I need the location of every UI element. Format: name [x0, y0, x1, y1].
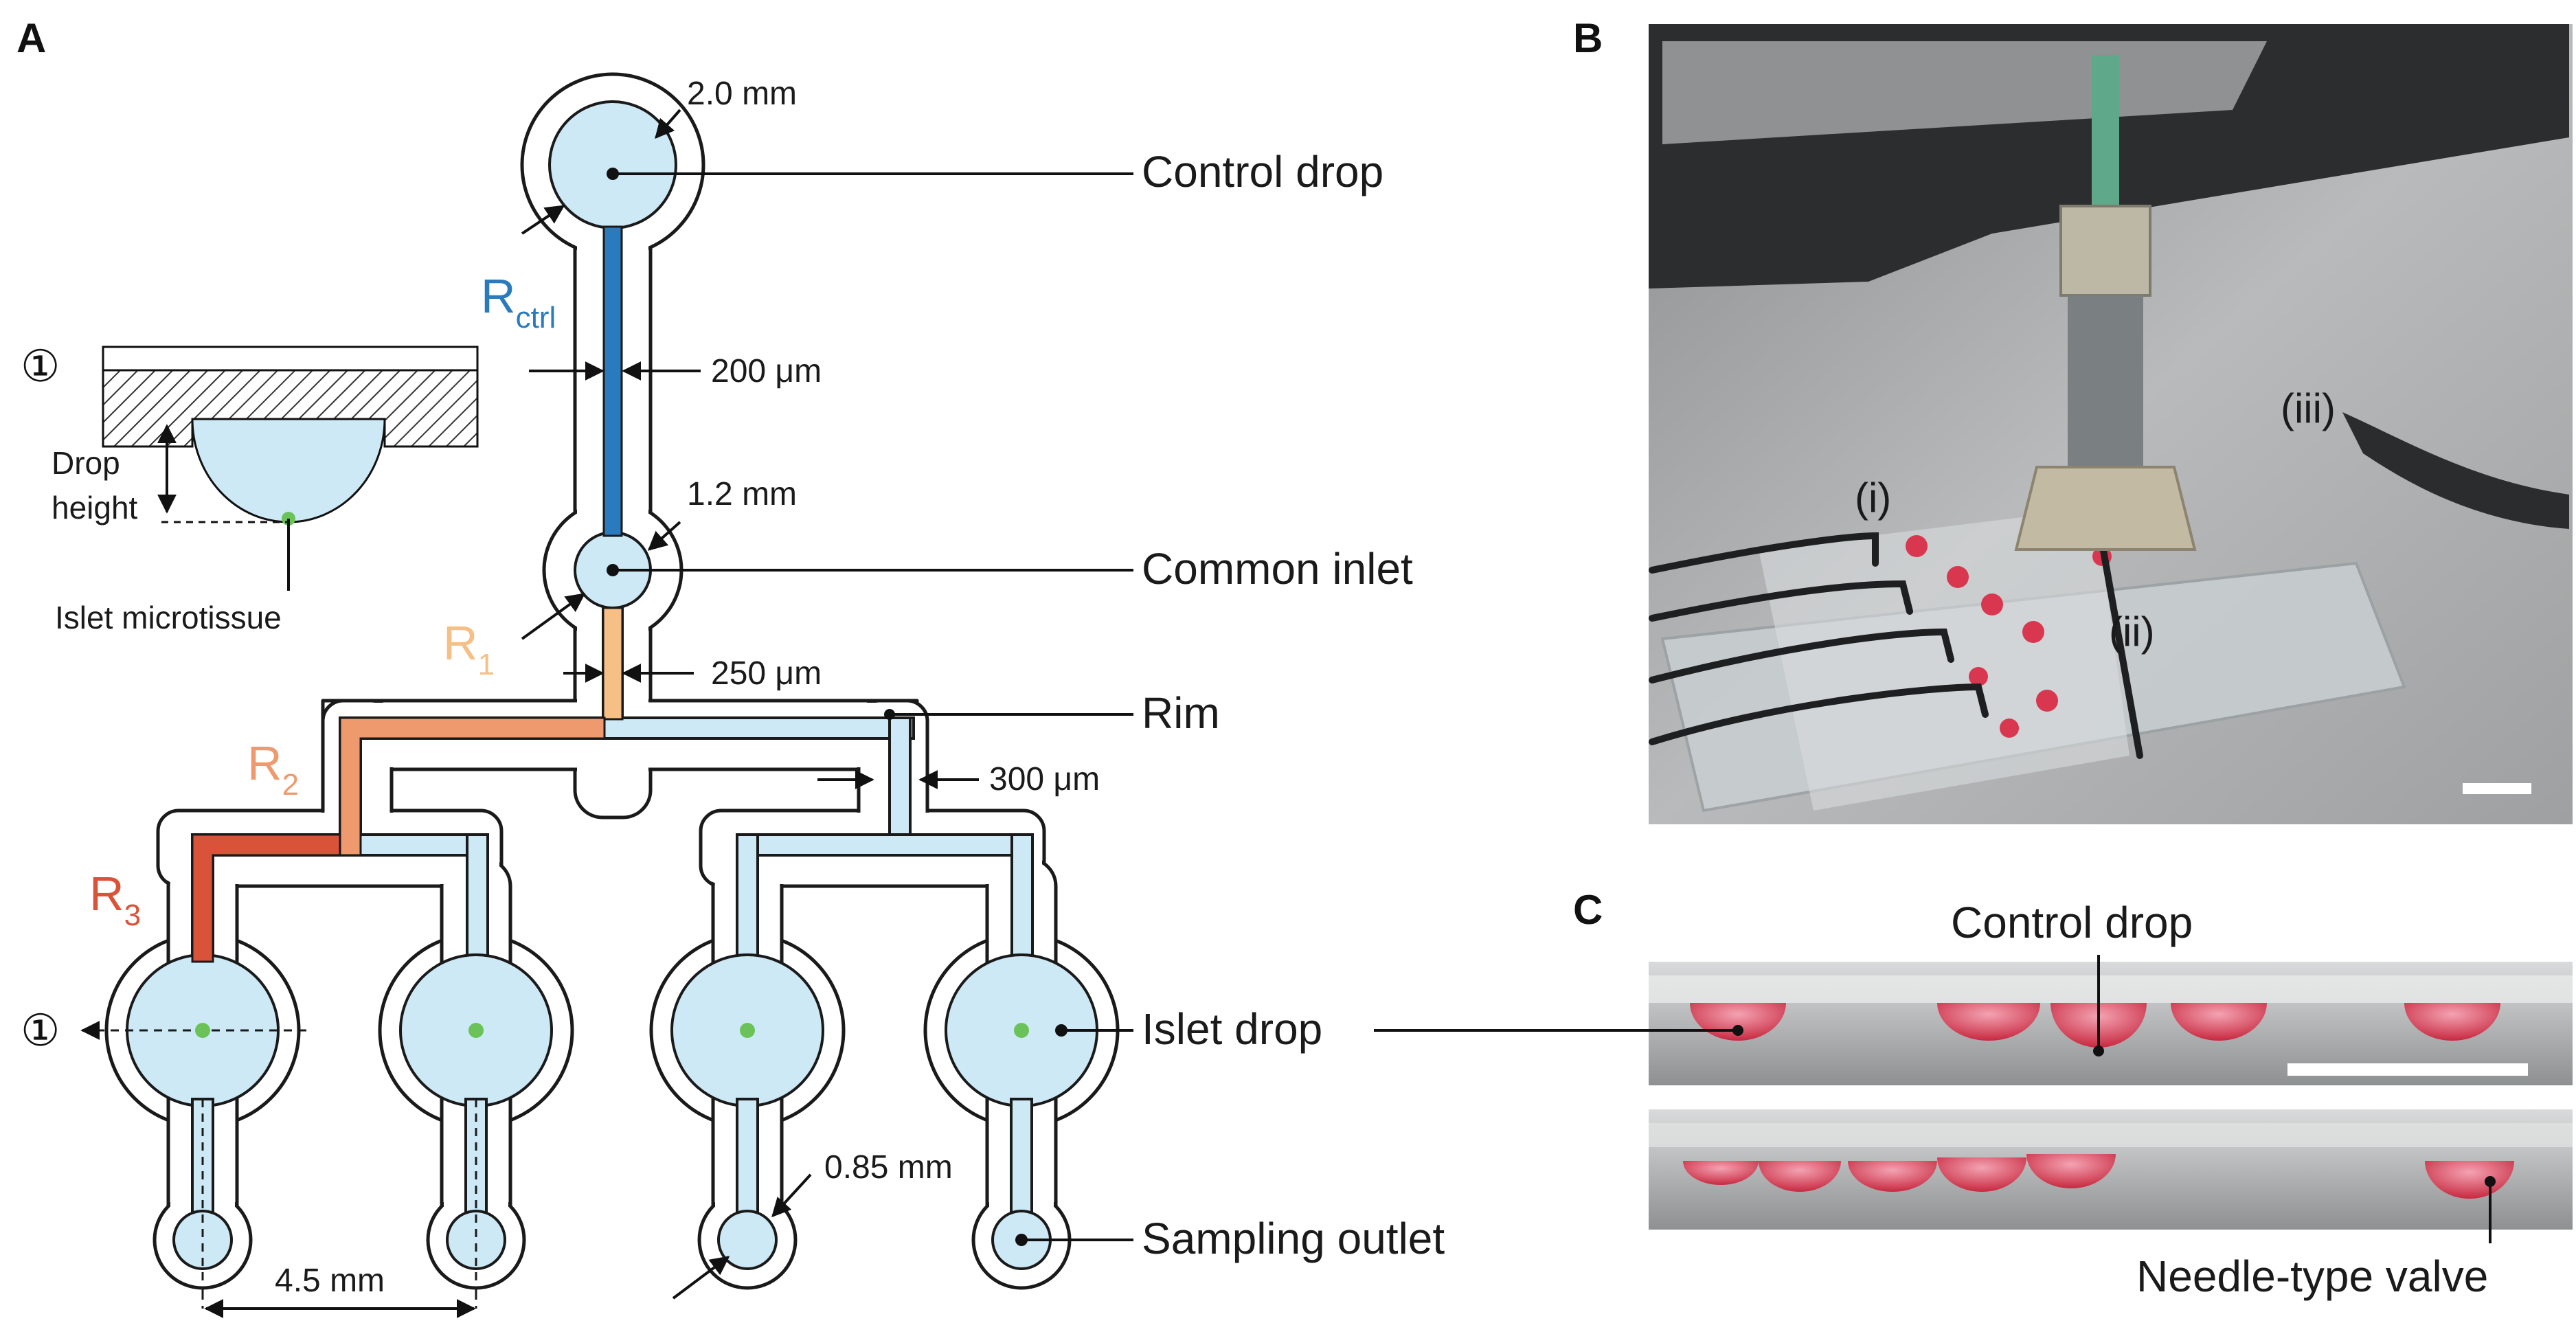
r3-channel	[191, 833, 341, 963]
dim-ctrl-channel: 200 μm	[711, 353, 822, 389]
control-drop-label: Control drop	[1142, 147, 1383, 196]
panel-label-c: C	[1573, 887, 1603, 933]
islet-dots	[195, 1023, 1029, 1038]
dim-outlet-diam: 0.85 mm	[824, 1149, 953, 1186]
common-inlet-label: Common inlet	[1142, 544, 1413, 593]
photo-b: (i) (ii) (iii)	[1649, 24, 2573, 824]
photo-c-bottom	[1649, 1109, 2573, 1230]
rim-label: Rim	[1142, 688, 1220, 738]
panel-label-a: A	[16, 15, 46, 61]
photo-c-control-drop: Control drop	[1951, 898, 2193, 947]
cross-section-inset: ① Drop height Islet microtissue	[21, 341, 479, 635]
drop-height-label-1: Drop	[52, 445, 120, 481]
r1-channel	[602, 607, 624, 721]
dim-spacing: 4.5 mm	[275, 1263, 385, 1299]
dim-inlet-diam: 1.2 mm	[687, 476, 797, 512]
r-ctrl-label: Rctrl	[481, 269, 556, 335]
dim-r1-channel: 250 μm	[711, 655, 822, 692]
r2-label: R2	[247, 736, 299, 802]
r3-label: R3	[89, 867, 141, 932]
drop-height-label-2: height	[52, 490, 138, 525]
section-marker-bottom: ①	[21, 1006, 60, 1055]
r1-label: R1	[443, 616, 495, 681]
photo-b-label-iii: (iii)	[2281, 385, 2336, 431]
islet-microtissue-label: Islet microtissue	[55, 600, 282, 635]
photo-b-label-i: (i)	[1855, 475, 1891, 521]
photo-c-needle-valve: Needle-type valve	[2136, 1252, 2488, 1301]
r-ctrl-channel	[602, 225, 623, 537]
dim-control-diam: 2.0 mm	[687, 76, 797, 112]
dim-rim-width: 300 μm	[989, 761, 1100, 798]
sampling-outlet-label: Sampling outlet	[1142, 1214, 1445, 1263]
panel-label-b: B	[1573, 15, 1603, 61]
photo-c-top	[1649, 962, 2573, 1085]
islet-drop-label: Islet drop	[1142, 1004, 1322, 1054]
fluid-network	[126, 100, 1098, 1270]
section-marker-top: ①	[21, 341, 60, 391]
photo-b-label-ii: (ii)	[2109, 609, 2155, 655]
